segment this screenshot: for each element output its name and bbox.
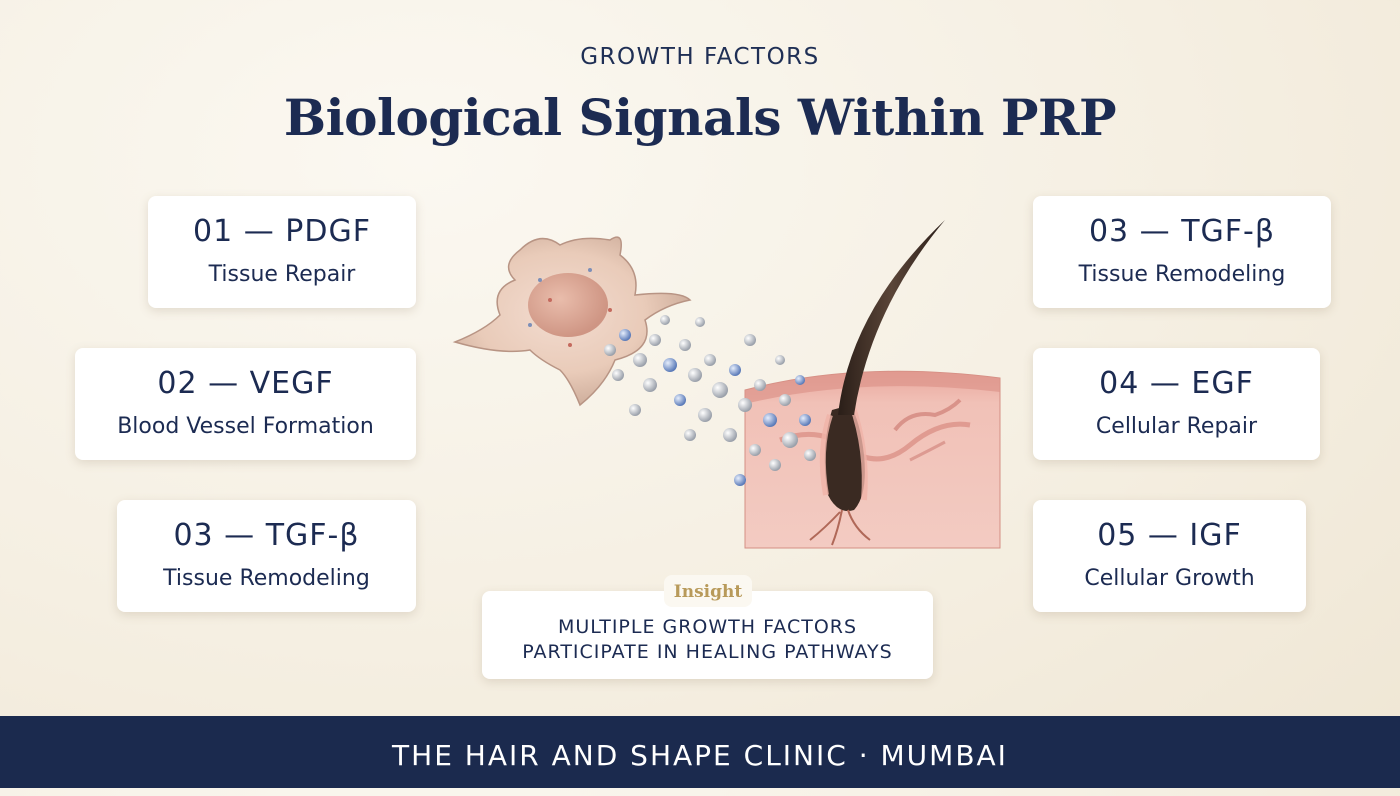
factor-number: 05 — IGF: [1097, 518, 1242, 553]
insight-box: MULTIPLE GROWTH FACTORS PARTICIPATE IN H…: [482, 591, 933, 679]
footer-banner: THE HAIR AND SHAPE CLINIC · MUMBAI: [0, 716, 1400, 788]
factor-card-pdgf: 01 — PDGF Tissue Repair: [148, 196, 416, 308]
factor-number: 04 — EGF: [1099, 366, 1254, 401]
factor-label: Cellular Growth: [1084, 566, 1255, 591]
insight-tag: Insight: [664, 575, 752, 607]
factor-label: Tissue Remodeling: [163, 566, 370, 591]
factor-card-tgf-beta-right: 03 — TGF-β Tissue Remodeling: [1033, 196, 1331, 308]
factor-card-egf: 04 — EGF Cellular Repair: [1033, 348, 1320, 460]
factor-card-tgf-beta-left: 03 — TGF-β Tissue Remodeling: [117, 500, 416, 612]
factor-card-vegf: 02 — VEGF Blood Vessel Formation: [75, 348, 416, 460]
growth-factor-particles: [604, 315, 816, 486]
factor-label: Blood Vessel Formation: [117, 414, 374, 439]
factor-label: Tissue Repair: [208, 262, 356, 287]
eyebrow-heading: GROWTH FACTORS: [580, 44, 820, 70]
page-title: Biological Signals Within PRP: [283, 88, 1117, 147]
factor-number: 03 — TGF-β: [1088, 214, 1276, 249]
factor-number: 02 — VEGF: [157, 366, 334, 401]
factor-number: 01 — PDGF: [193, 214, 371, 249]
platelet-follicle-illustration: [452, 220, 1001, 549]
hair-follicle: [809, 220, 945, 546]
insight-line-1: MULTIPLE GROWTH FACTORS: [557, 616, 858, 638]
platelet-cell: [452, 236, 692, 407]
insight-line-2: PARTICIPATE IN HEALING PATHWAYS: [522, 641, 893, 663]
factor-number: 03 — TGF-β: [173, 518, 360, 553]
factor-label: Tissue Remodeling: [1078, 262, 1286, 287]
factor-label: Cellular Repair: [1095, 414, 1258, 439]
factor-card-igf: 05 — IGF Cellular Growth: [1033, 500, 1306, 612]
